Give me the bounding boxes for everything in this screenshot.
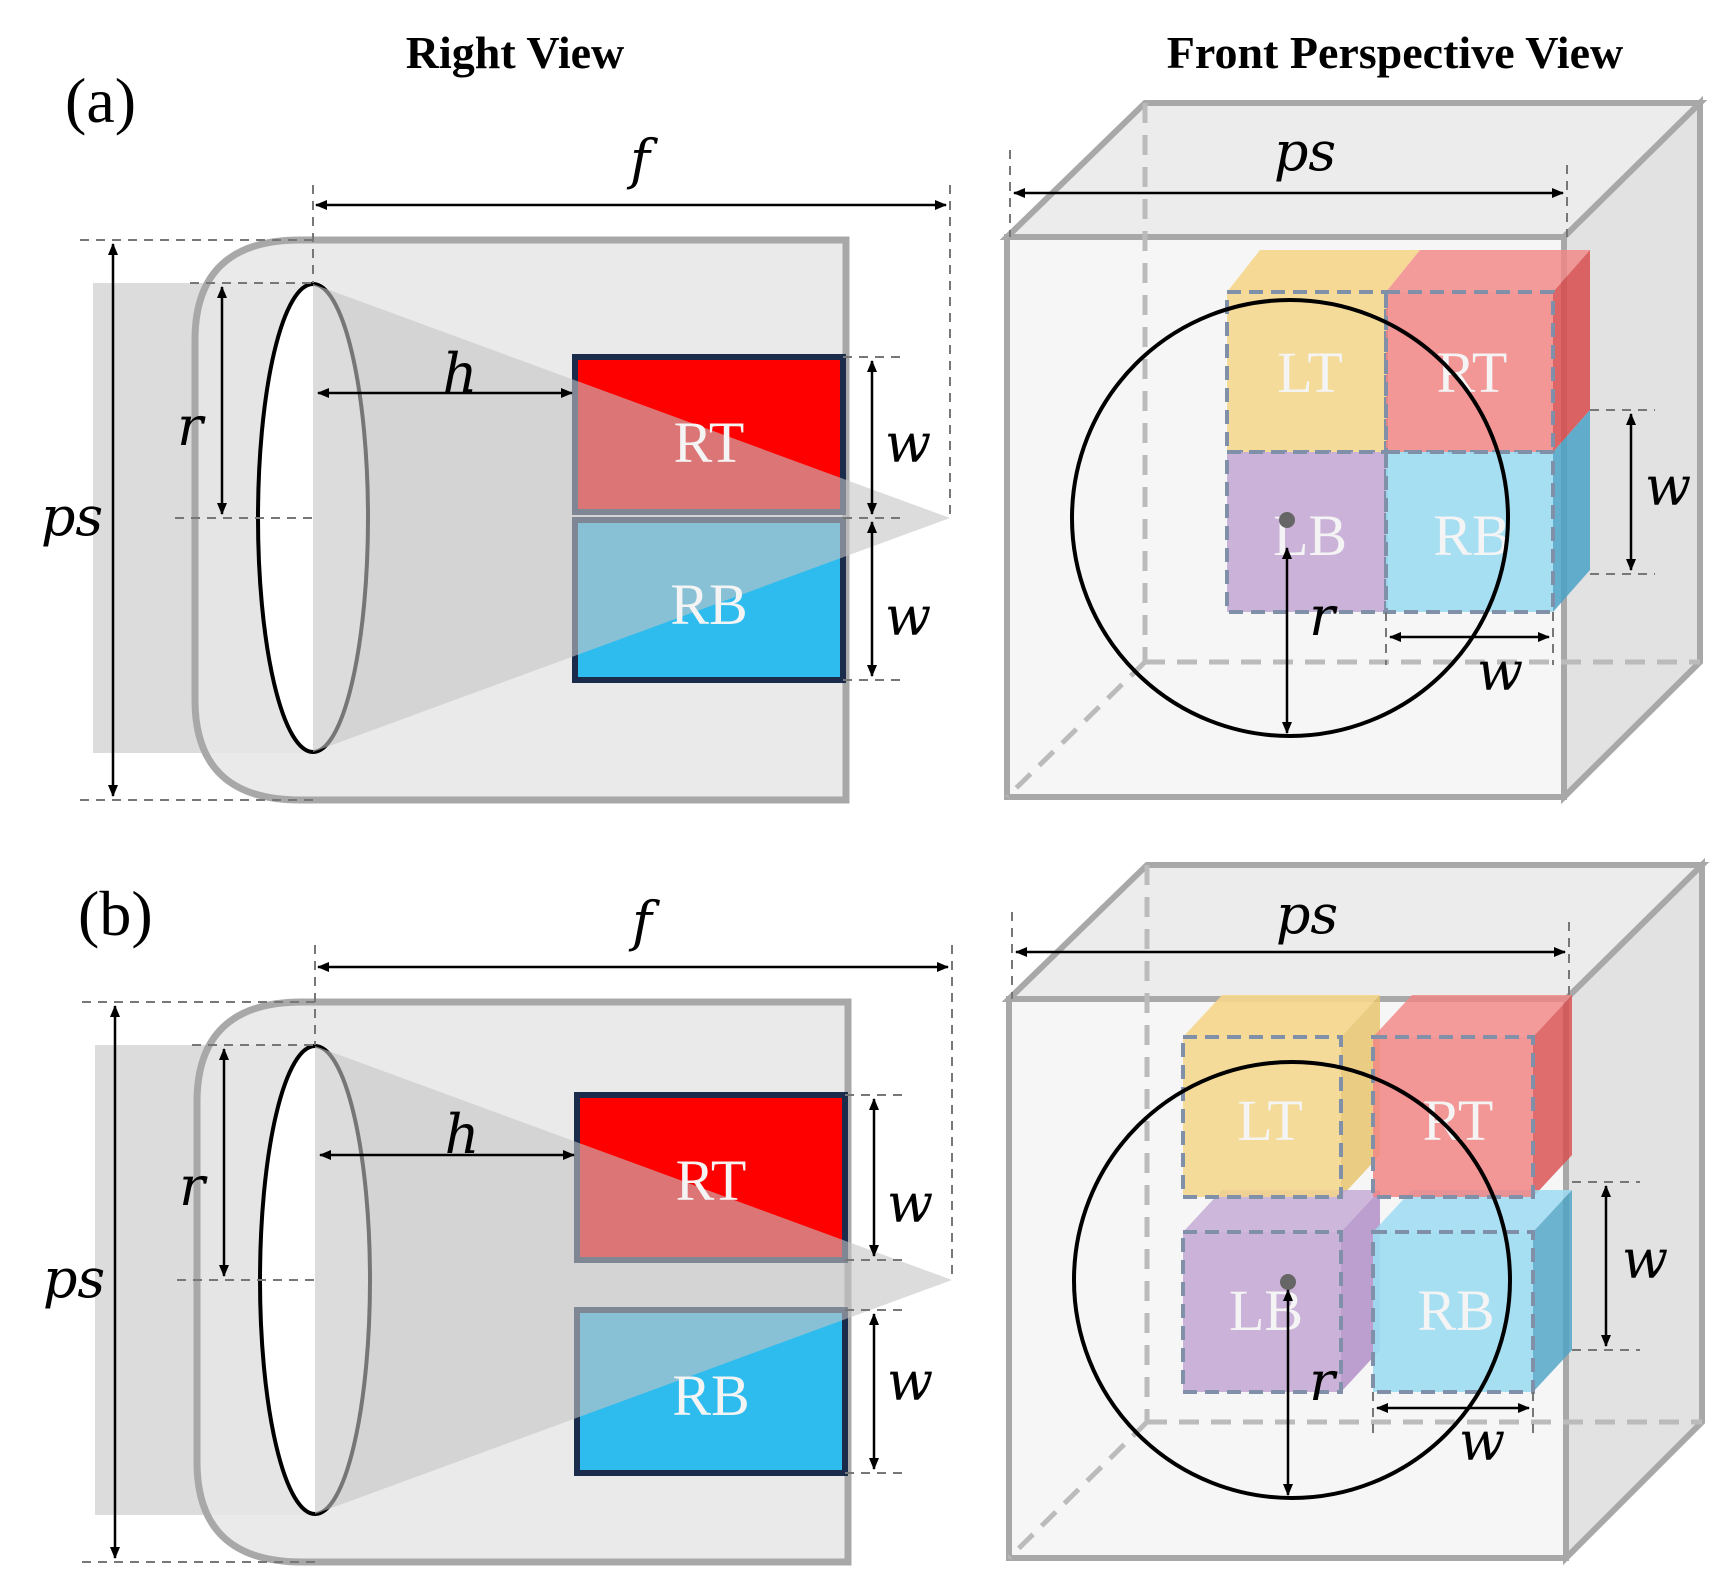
rt-block-label: RT (674, 410, 745, 475)
rt-cube (1371, 1035, 1535, 1199)
r-label: r (177, 395, 206, 458)
f-label: f (626, 128, 658, 191)
lb-cube (1225, 450, 1388, 614)
rb-block-label: RB (670, 572, 747, 637)
box-hidden-edge (1007, 1420, 1149, 1560)
rt-cube (1384, 290, 1555, 454)
w-top-label: w (887, 1172, 933, 1235)
front-w-horizontal-label: w (1459, 1410, 1505, 1473)
rt-cube-side (1553, 250, 1590, 452)
front-r-label: r (1309, 1350, 1338, 1413)
panel-a-label: (a) (65, 65, 136, 136)
w-bottom-label: w (887, 1350, 933, 1413)
h-label: h (445, 1103, 480, 1166)
h-label: h (443, 342, 478, 405)
lt-cube-top (1227, 250, 1420, 292)
lt-cube-top (1183, 995, 1380, 1037)
front-view-header: Front Perspective View (1167, 27, 1623, 78)
right-view-header: Right View (406, 27, 625, 78)
f-label: f (628, 890, 660, 953)
rb-cube-side (1533, 1190, 1572, 1392)
lt-cube (1225, 290, 1388, 454)
front-view-b: LT RT LB RB ps w w r (1001, 857, 1710, 1566)
rt-cube-label: RT (1423, 1088, 1494, 1153)
lens-center-dot (1280, 1274, 1296, 1290)
front-ps-label: ps (1274, 120, 1336, 183)
rt-cube-label: RT (1437, 340, 1508, 405)
panel-b-label: (b) (78, 878, 153, 949)
rb-block-label: RB (672, 1363, 749, 1428)
lens-circle (1072, 1060, 1512, 1500)
rb-cube-label: RB (1417, 1278, 1494, 1343)
rb-cube-side (1553, 410, 1590, 612)
front-view-a: LT RT LB RB ps w w r (999, 95, 1708, 805)
rt-block-label: RT (676, 1148, 747, 1213)
ps-label: ps (41, 485, 103, 548)
front-r-label: r (1309, 585, 1338, 648)
rt-cube-top (1386, 250, 1590, 292)
rb-cube-top (1373, 1190, 1572, 1232)
light-cone (313, 284, 950, 752)
lt-cube-label: LT (1277, 340, 1343, 405)
right-view-b: RT RB f ps r h w w (43, 890, 953, 1566)
w-top-label: w (885, 412, 931, 475)
front-w-horizontal-label: w (1477, 640, 1523, 703)
front-w-vertical-label: w (1622, 1228, 1668, 1291)
rt-cube-top (1373, 995, 1572, 1037)
light-cone (315, 1046, 952, 1514)
front-ps-label: ps (1276, 883, 1338, 946)
lens-circle (1070, 298, 1510, 738)
lb-cube (1181, 1230, 1343, 1394)
lb-cube-side (1341, 1190, 1380, 1392)
ps-label: ps (43, 1247, 105, 1310)
front-w-vertical-label: w (1645, 455, 1691, 518)
rt-cube-side (1533, 995, 1572, 1197)
lt-cube-side (1341, 995, 1380, 1197)
w-bottom-label: w (885, 585, 931, 648)
panel-b: (b) RT RB f (43, 857, 1710, 1566)
lens-center-dot (1279, 512, 1295, 528)
rb-cube-label: RB (1433, 503, 1510, 568)
r-label: r (179, 1155, 208, 1218)
box-hidden-edge (1005, 660, 1147, 799)
lb-cube-top (1183, 1190, 1380, 1232)
lt-cube-label: LT (1237, 1088, 1303, 1153)
right-view-a: RT RB f ps r h w w (41, 128, 951, 804)
panel-a: (a) RT RB (41, 65, 1708, 805)
rb-cube (1384, 450, 1555, 614)
